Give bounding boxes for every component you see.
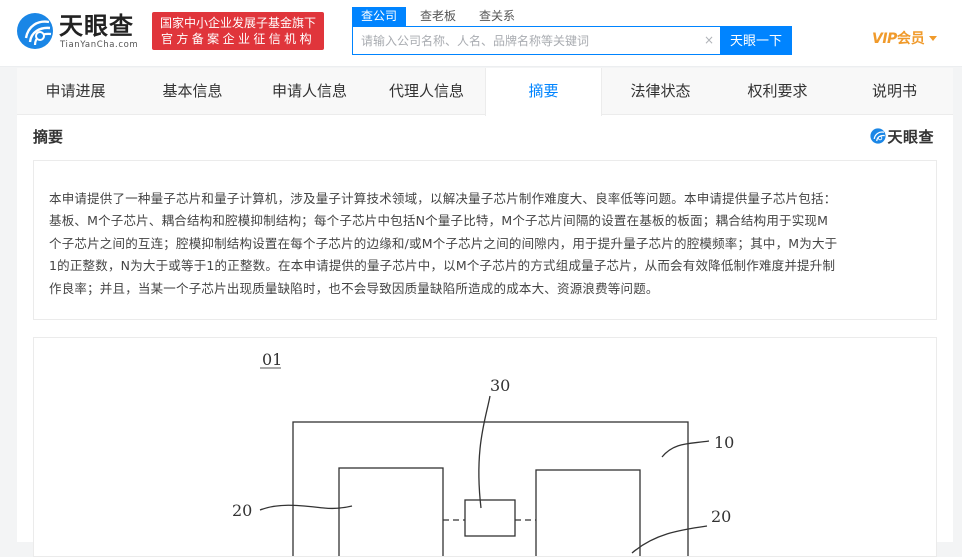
tab-application-progress[interactable]: 申请进展 <box>45 82 106 100</box>
site-logo[interactable]: 天眼查 TianYanCha.com <box>16 11 146 51</box>
vip-label: VIP <box>872 31 897 47</box>
abstract-line: 1的正整数，N为大于或等于1的正整数。在本申请提供的量子芯片中，以M个子芯片的方… <box>49 258 836 274</box>
tianyancha-logo-icon <box>17 13 53 49</box>
tab-legal-status[interactable]: 法律状态 <box>630 82 691 100</box>
tab-claims[interactable]: 权利要求 <box>747 82 808 100</box>
abstract-line: 基板、M个子芯片、耦合结构和腔模抑制结构；每个子芯片中包括N个量子比特，M个子芯… <box>49 213 829 229</box>
abstract-figure: 01 30 10 20 20 <box>33 337 937 557</box>
vip-member-label: 会员 <box>896 31 925 47</box>
patent-detail-card: 申请进展 基本信息 申请人信息 代理人信息 摘要 法律状态 权利要求 说明书 摘… <box>17 68 953 557</box>
top-header: 天眼查 TianYanCha.com 国家中小企业发展子基金旗下 官方备案企业征… <box>0 0 962 67</box>
search-box: × 天眼一下 <box>352 26 792 55</box>
promo-banner[interactable]: 国家中小企业发展子基金旗下 官方备案企业征信机构 <box>152 12 324 50</box>
detail-tabs: 申请进展 基本信息 申请人信息 代理人信息 摘要 法律状态 权利要求 说明书 <box>17 68 953 116</box>
search-tab-company[interactable]: 查公司 <box>352 7 407 26</box>
abstract-box: 本申请提供了一种量子芯片和量子计算机，涉及量子计算技术领域，以解决量子芯片制作难… <box>33 160 937 320</box>
page-gutter <box>953 68 962 542</box>
search-tab-boss[interactable]: 查老板 <box>420 9 457 23</box>
caret-down-icon <box>928 36 937 41</box>
tab-abstract[interactable]: 摘要 <box>485 68 602 116</box>
watermark-logo: 天眼查 <box>870 126 934 146</box>
search-button[interactable]: 天眼一下 <box>720 26 792 55</box>
search-tab-relation[interactable]: 查关系 <box>479 9 516 23</box>
figure-label-30: 30 <box>490 376 510 395</box>
watermark-logo-text: 天眼查 <box>887 127 934 146</box>
section-title: 摘要 <box>33 128 64 146</box>
clear-icon[interactable]: × <box>703 33 715 47</box>
tianyancha-logo-icon <box>870 128 887 144</box>
tab-description[interactable]: 说明书 <box>871 82 917 100</box>
figure-label-01: 01 <box>262 350 282 369</box>
tab-applicant-info[interactable]: 申请人信息 <box>271 82 347 100</box>
search-type-tabs: 查公司 查老板 查关系 <box>352 7 529 26</box>
logo-text: 天眼查 <box>59 12 134 40</box>
figure-label-20-right: 20 <box>711 507 731 526</box>
abstract-text: 本申请提供了一种量子芯片和量子计算机，涉及量子计算技术领域，以解决量子芯片制作难… <box>49 188 921 300</box>
tab-agent-info[interactable]: 代理人信息 <box>388 82 464 100</box>
figure-label-10: 10 <box>714 433 734 452</box>
search-input[interactable] <box>353 27 698 54</box>
figure-label-20-left: 20 <box>232 501 252 520</box>
vip-member-menu[interactable]: VIP会员 <box>872 29 937 49</box>
promo-line-1: 国家中小企业发展子基金旗下 <box>159 16 316 30</box>
patent-drawing: 01 30 10 20 20 <box>232 350 734 556</box>
abstract-line: 个子芯片之间的互连；腔模抑制结构设置在每个子芯片的边缘和/或M个子芯片之间的间隙… <box>49 235 838 251</box>
promo-line-2: 官方备案企业征信机构 <box>160 32 315 46</box>
logo-domain: TianYanCha.com <box>60 40 139 50</box>
abstract-line: 作良率；并且，当某一个子芯片出现质量缺陷时，也不会导致因质量缺陷所造成的成本大、… <box>49 280 659 296</box>
tab-basic-info[interactable]: 基本信息 <box>162 82 223 100</box>
abstract-line: 本申请提供了一种量子芯片和量子计算机，涉及量子计算技术领域，以解决量子芯片制作难… <box>49 191 837 206</box>
